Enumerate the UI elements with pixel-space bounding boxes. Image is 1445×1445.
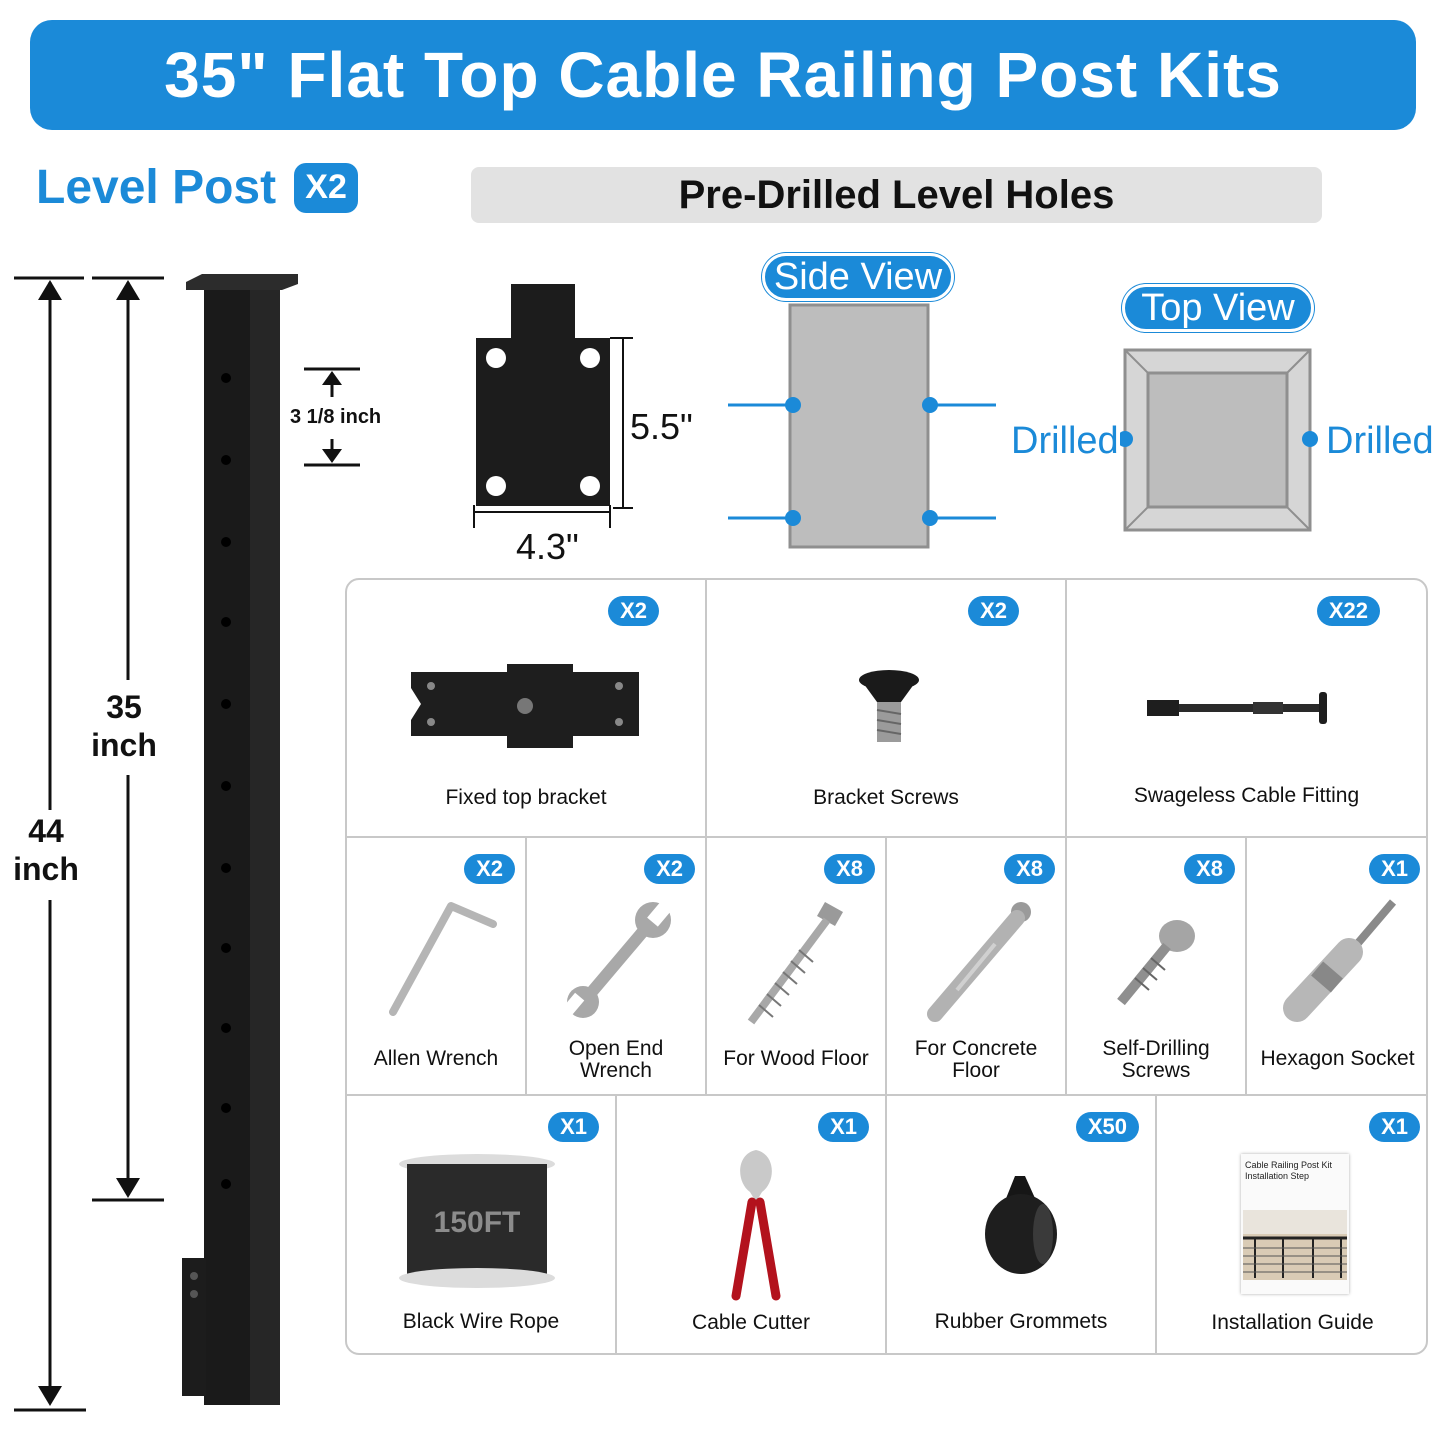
top-view-diagram <box>1120 348 1318 532</box>
pre-drilled-holes-label: Pre-Drilled Level Holes <box>678 172 1115 217</box>
bracket-icon <box>411 664 639 748</box>
cable-cutter-icon <box>731 1150 781 1301</box>
item-label: Swageless Cable Fitting <box>1133 784 1360 807</box>
guide-photo <box>1243 1210 1347 1280</box>
qty-badge: X1 <box>548 1112 599 1142</box>
qty-badge: X2 <box>608 596 659 626</box>
concrete-anchor-icon <box>927 902 1031 1022</box>
self-drilling-screw-icon <box>1117 920 1195 1006</box>
item-label: Hexagon Socket <box>1260 1047 1415 1070</box>
item-label: Bracket Screws <box>813 786 959 809</box>
qty-badge: X8 <box>1184 854 1235 884</box>
item-label: Fixed top bracket <box>445 786 607 809</box>
item-cable-cutter: X1 Cable Cutter <box>617 1096 887 1353</box>
qty-badge: X1 <box>818 1112 869 1142</box>
level-post-heading: Level Post X2 <box>36 160 359 215</box>
item-label: Rubber Grommets <box>934 1310 1108 1333</box>
wire-rope-spool-icon: 150FT <box>399 1154 555 1288</box>
qty-badge: X22 <box>1316 596 1380 626</box>
plate-height-label: 5.5" <box>630 406 693 447</box>
qty-badge: X2 <box>968 596 1019 626</box>
kit-components-grid: X2 Fixed top bracket X2 Bracket Screws X… <box>345 578 1428 1355</box>
qty-badge: X8 <box>1004 854 1055 884</box>
top-view-drilled-left: Drilled <box>1011 420 1119 462</box>
lag-screw-icon <box>747 902 843 1025</box>
screw-icon <box>859 670 919 742</box>
top-view-pill: Top View <box>1122 284 1314 332</box>
pre-drilled-holes-bar: Pre-Drilled Level Holes <box>471 167 1322 223</box>
qty-badge: X1 <box>1369 1112 1420 1142</box>
plate-height-line <box>613 337 633 509</box>
item-rubber-grommets: X50 Rubber Grommets <box>887 1096 1157 1353</box>
qty-badge: X50 <box>1075 1112 1139 1142</box>
qty-badge: X1 <box>1369 854 1420 884</box>
title-banner: 35" Flat Top Cable Railing Post Kits <box>30 20 1416 130</box>
qty-badge: X8 <box>824 854 875 884</box>
level-post-qty-badge: X2 <box>294 162 359 213</box>
item-label: Cable Cutter <box>692 1311 810 1334</box>
cable-fitting-icon <box>1147 692 1327 724</box>
item-hexagon-socket: X1 Hexagon Socket <box>1247 838 1426 1096</box>
item-black-wire-rope: X1 150FT Black Wire Rope <box>347 1096 617 1353</box>
qty-badge: X2 <box>464 854 515 884</box>
plate-width-label: 4.3" <box>516 526 579 567</box>
side-view-pill: Side View <box>762 253 954 301</box>
item-swageless-cable-fitting: X22 Swageless Cable Fitting <box>1067 580 1426 838</box>
qty-badge: X2 <box>644 854 695 884</box>
item-label: Black Wire Rope <box>402 1310 560 1333</box>
base-plate-image <box>473 284 630 528</box>
item-label: For Wood Floor <box>723 1047 869 1070</box>
allen-wrench-icon <box>389 902 497 1016</box>
rope-length-text: 150FT <box>434 1206 521 1239</box>
hole-spacing-arrow <box>304 367 360 467</box>
item-allen-wrench: X2 Allen Wrench <box>347 838 527 1096</box>
level-post-image <box>182 274 298 1405</box>
item-wood-floor-screw: X8 For Wood Floor <box>707 838 887 1096</box>
grommet-icon <box>985 1176 1057 1274</box>
open-end-wrench-icon <box>567 900 672 1018</box>
hole-spacing-label: 3 1/8 inch <box>290 406 382 428</box>
hexagon-socket-icon <box>1283 899 1397 1022</box>
item-fixed-top-bracket: X2 Fixed top bracket <box>347 580 707 838</box>
item-bracket-screws: X2 Bracket Screws <box>707 580 1067 838</box>
post-dimension-arrows <box>14 276 164 1412</box>
top-view-drilled-right: Drilled <box>1326 420 1434 462</box>
level-post-label: Level Post <box>36 161 277 214</box>
side-view-diagram <box>728 303 996 549</box>
item-label: Installation Guide <box>1211 1311 1374 1334</box>
page-title: 35" Flat Top Cable Railing Post Kits <box>164 39 1282 111</box>
item-label: Allen Wrench <box>373 1047 499 1070</box>
